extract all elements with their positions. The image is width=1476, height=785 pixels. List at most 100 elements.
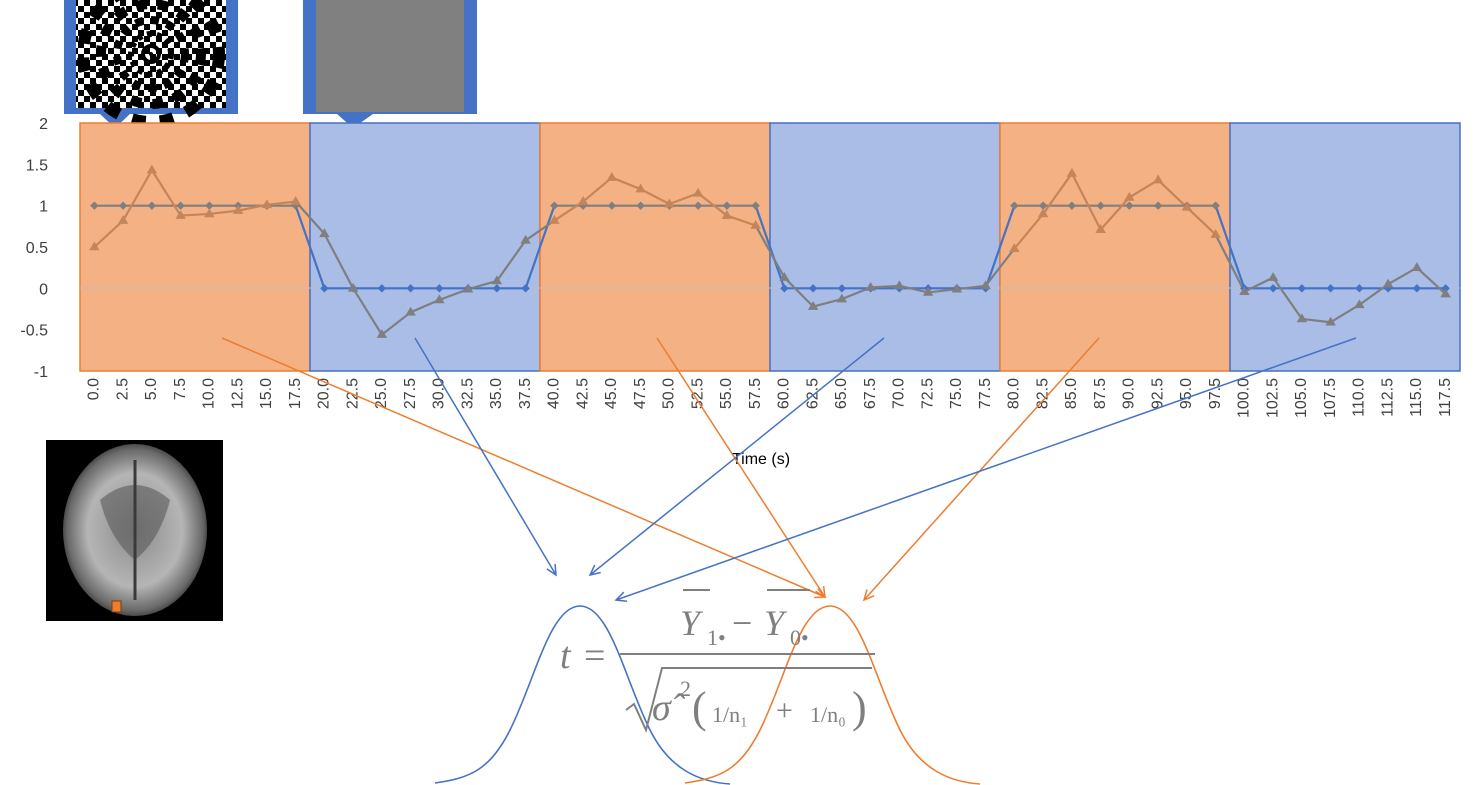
design-regressor-point [377, 284, 387, 293]
bold-signal-segment [984, 247, 1016, 287]
x-tick-label: 85.0 [1063, 378, 1080, 409]
bold-signal-segment [870, 284, 900, 289]
bold-signal-segment [237, 203, 268, 212]
x-tick-label: 105.0 [1293, 378, 1310, 418]
bold-signal-segment [150, 169, 182, 217]
design-regressor-point [1441, 284, 1450, 293]
bold-signal-point [1382, 278, 1394, 288]
x-tick-label: 50.0 [661, 378, 678, 409]
design-regressor-point [147, 201, 157, 210]
x-tick-label: 90.0 [1121, 378, 1138, 409]
design-regressor-point [1096, 201, 1105, 210]
roi-voxel-marker [111, 600, 122, 613]
x-tick-label: 60.0 [776, 378, 793, 409]
design-regressor-point [1010, 201, 1019, 210]
x-tick-label: 110.0 [1351, 378, 1368, 417]
bold-signal-point [779, 272, 790, 281]
bold-signal-point [606, 172, 618, 181]
y-tick-label: 0.5 [26, 240, 48, 257]
checkerboard-rings [77, 0, 225, 128]
callout-pointer [100, 114, 130, 128]
bold-signal-segment [611, 176, 642, 191]
x-tick-label: 82.5 [1034, 378, 1051, 409]
bold-signal-point [1009, 243, 1020, 252]
x-tick-label: 17.5 [287, 378, 304, 409]
design-regressor-point [1412, 284, 1422, 293]
bold-signal-point [232, 205, 244, 214]
fixation-dot [149, 52, 153, 56]
bold-signal-point [692, 187, 704, 197]
bold-signal-segment [1157, 179, 1188, 209]
bold-signal-point [204, 208, 215, 218]
formula-y0-subscript: 0• [790, 625, 809, 650]
x-tick-label: 47.5 [632, 378, 649, 409]
x-tick-label: 30.0 [431, 378, 448, 409]
bold-signal-point [1152, 174, 1164, 184]
y-axis: 21.510.50-0.5-1 [20, 116, 48, 381]
bold-signal-point [462, 283, 474, 293]
bold-signal-point [865, 282, 876, 291]
bold-signal-segment [726, 214, 756, 227]
y-tick-label: 1 [39, 199, 48, 216]
task-block-1 [79, 122, 311, 372]
bold-signal-point [549, 215, 560, 224]
x-tick-label: 65.0 [833, 378, 850, 409]
block-to-distribution-arrows [221, 337, 1357, 602]
design-regressor-point [550, 201, 559, 210]
x-axis-title: Time (s) [732, 451, 790, 468]
formula-minus: − [732, 603, 752, 643]
bold-signal-segment [323, 233, 355, 289]
bold-signal-segment [1214, 234, 1246, 293]
x-axis: 0.02.55.07.510.012.515.017.520.022.525.0… [86, 378, 1454, 418]
bold-signal-point [434, 294, 445, 304]
design-regressor-point [1268, 284, 1278, 293]
design-regressor-segment [524, 205, 556, 289]
x-tick-label: 55.0 [718, 378, 735, 409]
bold-signal-segment [899, 284, 929, 294]
design-regressor-point [1038, 201, 1048, 210]
y-tick-label: 1.5 [26, 157, 48, 174]
bold-signal-point [1066, 167, 1078, 177]
bold-signal-segment [1272, 276, 1303, 320]
bold-signal-point [261, 199, 273, 209]
gray-screen-image [316, 0, 464, 112]
bold-signal-point [146, 164, 158, 174]
design-regressor-point [320, 284, 329, 293]
x-tick-label: 57.5 [747, 378, 764, 409]
x-tick-label: 112.5 [1379, 378, 1396, 417]
x-tick-label: 7.5 [172, 378, 189, 400]
formula-squared: 2 [680, 676, 691, 701]
formula-y1-subscript: 1• [707, 625, 726, 650]
x-tick-label: 107.5 [1322, 378, 1339, 418]
bold-signal-point [1095, 224, 1106, 233]
task-block-2-arrow [656, 337, 826, 599]
bold-signal-segment [381, 311, 412, 336]
x-tick-label: 2.5 [114, 378, 131, 400]
task-block-3-arrow [862, 337, 1100, 602]
design-regressor-segment [754, 205, 786, 289]
x-tick-label: 97.5 [1207, 378, 1224, 409]
design-regressor-point [808, 284, 818, 293]
x-tick-label: 80.0 [1006, 378, 1023, 409]
brain-slice-image [46, 440, 223, 621]
bold-signal-point [1354, 299, 1365, 309]
rest-distribution-curve [434, 605, 731, 785]
bold-signal-segment [1358, 283, 1389, 306]
x-tick-label: 77.5 [977, 378, 994, 409]
bold-signal-point [520, 234, 531, 244]
design-regressor-point [205, 201, 214, 210]
formula-y0: Y [764, 603, 788, 643]
design-regressor-point [492, 284, 502, 293]
x-tick-label: 70.0 [891, 378, 908, 409]
design-regressor-segment [984, 205, 1016, 289]
design-regressor-point [780, 284, 789, 293]
bold-signal-segment [668, 192, 699, 206]
design-regressor-point [607, 201, 617, 210]
gray-rest-stimulus-callout [303, 0, 477, 128]
bold-signal-segment [294, 200, 326, 235]
bold-signal-segment [754, 224, 786, 279]
bold-signal-point [1325, 316, 1336, 326]
x-tick-label: 95.0 [1178, 378, 1195, 409]
design-regressor-point [90, 201, 99, 210]
sqrt-sign [625, 667, 872, 733]
